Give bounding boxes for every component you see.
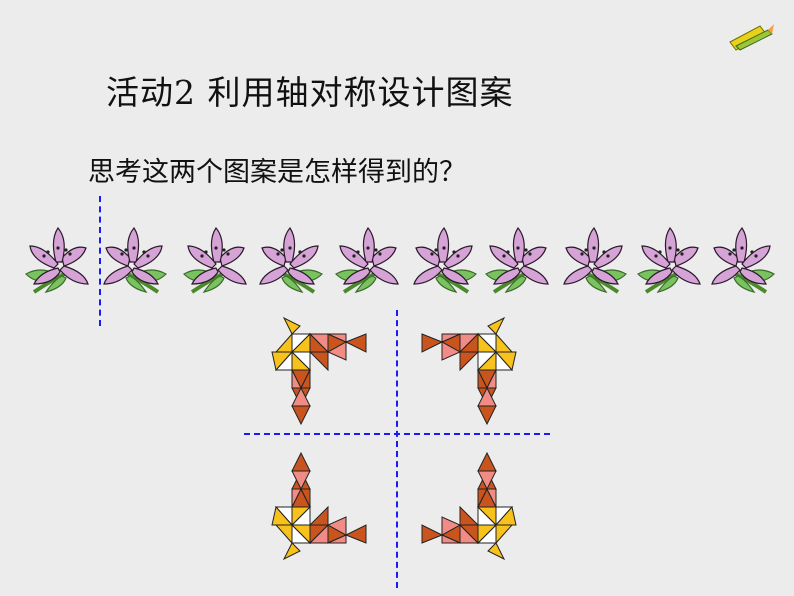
slide-title: 活动2 利用轴对称设计图案	[106, 73, 514, 112]
lily-flower	[484, 226, 550, 294]
corner-pattern-top-right	[421, 317, 517, 425]
pencil-ruler-icon	[729, 24, 774, 51]
corner-pattern-bottom-right	[421, 452, 517, 560]
lily-flower	[334, 226, 400, 294]
lily-flower	[562, 226, 628, 294]
lily-flower	[710, 226, 776, 294]
question-text: 思考这两个图案是怎样得到的？	[88, 157, 466, 188]
lily-flower	[24, 226, 90, 294]
vertical-symmetry-axis	[396, 310, 398, 588]
lily-flower	[636, 226, 702, 294]
horizontal-symmetry-axis	[244, 433, 550, 435]
corner-pattern-top-left	[271, 317, 367, 425]
lily-flower	[412, 226, 478, 294]
lily-flower	[102, 226, 168, 294]
flower-frieze	[20, 222, 780, 294]
flower-symmetry-axis	[99, 196, 101, 326]
corner-pattern-bottom-left	[271, 452, 367, 560]
lily-flower	[182, 226, 248, 294]
lily-flower	[258, 226, 324, 294]
